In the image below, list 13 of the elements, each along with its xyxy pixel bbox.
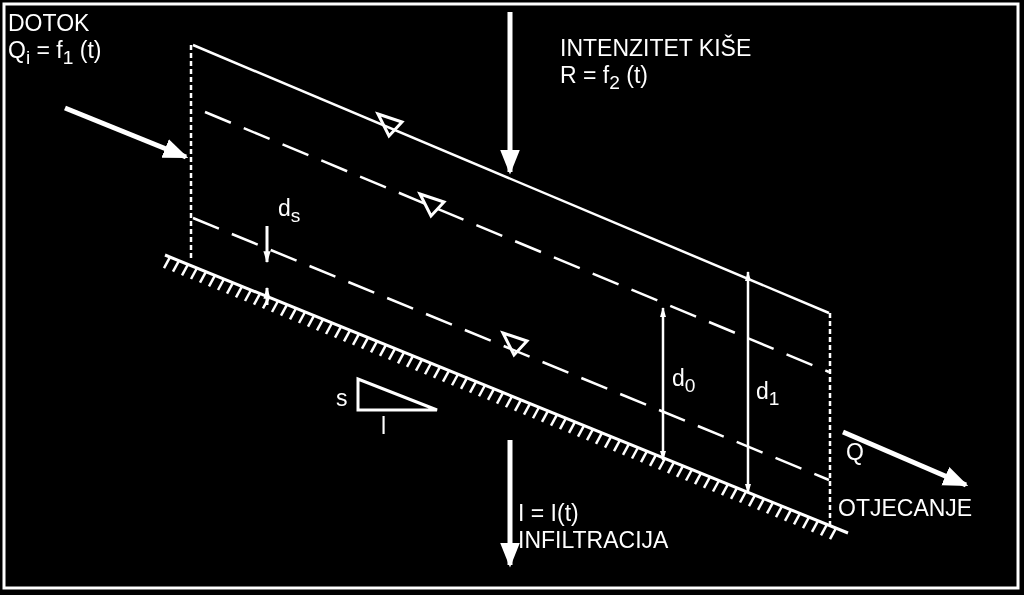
- inflow-label: DOTOK: [8, 10, 90, 36]
- outflow-label: OTJECANJE: [838, 495, 973, 521]
- depth-label: d$_{s}$: [278, 195, 301, 228]
- rain-formula: R = f$_{2}$ (t): [560, 62, 648, 95]
- discharge-label: Q: [846, 439, 864, 465]
- rain-intensity-label: INTENZITET KIŠE: [560, 35, 752, 61]
- depth-label: d$_{0}$: [672, 365, 696, 398]
- slope-rise-label: s: [336, 385, 348, 411]
- depth-label: d$_{1}$: [756, 378, 780, 411]
- infiltration-formula: I = I(t): [518, 500, 579, 526]
- infiltration-label: INFILTRACIJA: [518, 527, 669, 553]
- inflow-formula: Q$_{i}$ = f$_{1}$ (t): [8, 37, 102, 70]
- slope-run-label: l: [381, 413, 387, 439]
